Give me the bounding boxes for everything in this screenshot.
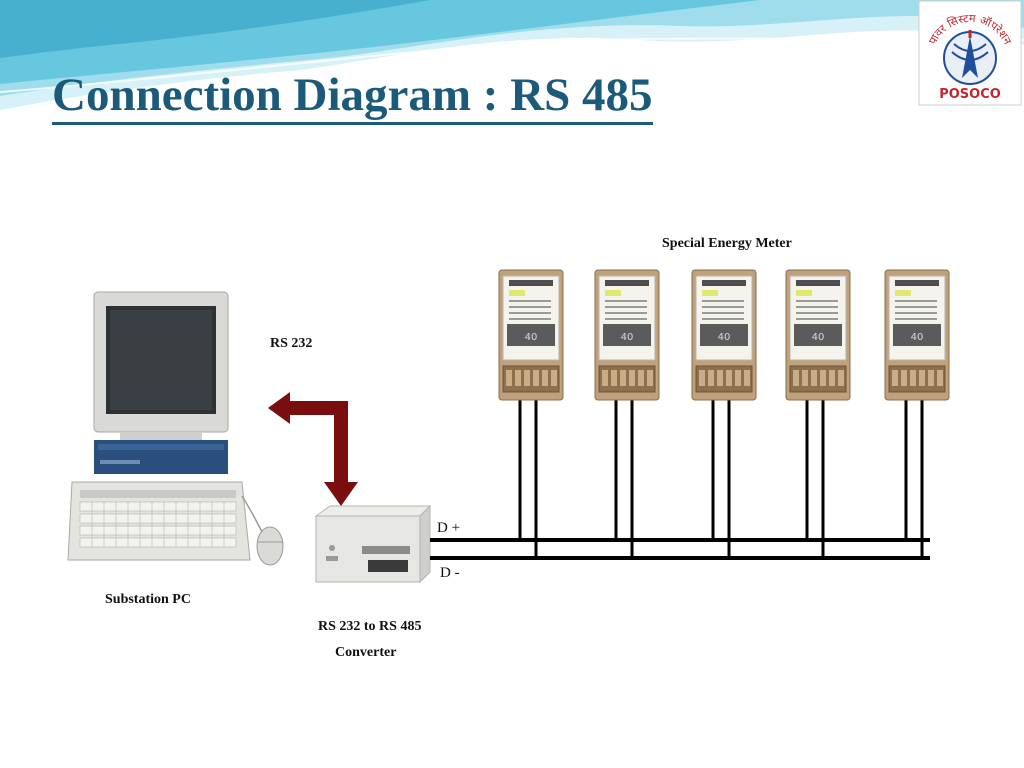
meter-reading: 40 xyxy=(911,332,924,343)
converter-label-line1: RS 232 to RS 485 xyxy=(318,619,422,634)
slide-title: Connection Diagram : RS 485 xyxy=(52,68,653,125)
logo-name: POSOCO xyxy=(939,87,1001,102)
energy-meter-icon: 40 xyxy=(785,269,851,558)
converter-icon xyxy=(314,504,432,584)
special-energy-meter-label: Special Energy Meter xyxy=(662,236,792,251)
bus-lines xyxy=(430,538,930,560)
mouse-icon xyxy=(241,495,284,566)
substation-pc-label: Substation PC xyxy=(105,592,191,607)
meter-reading: 40 xyxy=(718,332,731,343)
energy-meter-icon: 40 xyxy=(884,269,950,558)
d-minus-label: D - xyxy=(440,565,460,581)
header-wave xyxy=(0,0,1024,110)
posoco-logo: पावर सिस्टम ऑपरेशन POSOCO xyxy=(918,0,1022,106)
energy-meter-icon: 40 xyxy=(498,269,564,558)
meter-reading: 40 xyxy=(525,332,538,343)
rs232-label: RS 232 xyxy=(270,336,313,351)
meter-reading: 40 xyxy=(621,332,634,343)
monitor-icon xyxy=(93,291,229,474)
meter-reading: 40 xyxy=(812,332,825,343)
d-plus-label: D + xyxy=(437,520,461,536)
keyboard-icon xyxy=(67,481,251,561)
meters-group: 40 40 40 40 40 xyxy=(498,269,950,558)
energy-meter-icon: 40 xyxy=(594,269,660,558)
rs232-arrow xyxy=(268,392,358,506)
energy-meter-icon: 40 xyxy=(691,269,757,558)
converter-label-line2: Converter xyxy=(335,645,397,660)
